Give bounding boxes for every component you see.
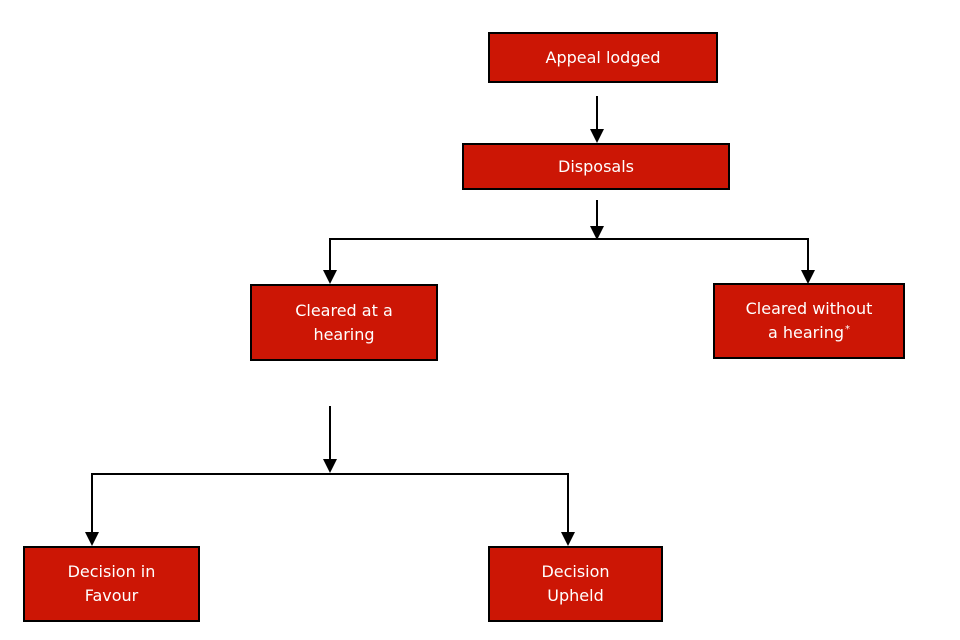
connector-split-to-cleared-at-hearing-line	[329, 240, 331, 270]
node-label-line1: Decision in	[67, 562, 156, 581]
node-cleared-without-hearing: Cleared without a hearing*	[713, 283, 905, 359]
split-horizontal-line-upper	[329, 238, 809, 240]
arrowhead-down-icon	[323, 270, 337, 284]
connector-split-to-decision-in-favour-line	[91, 475, 93, 532]
arrowhead-down-icon	[323, 459, 337, 473]
connector-cleared-at-hearing-to-split-line	[329, 406, 331, 459]
node-label-line2: Favour	[84, 586, 139, 605]
arrowhead-down-icon	[801, 270, 815, 284]
split-horizontal-line-lower	[91, 473, 569, 475]
node-label: Appeal lodged	[545, 47, 661, 67]
arrowhead-down-icon	[561, 532, 575, 546]
node-appeal-lodged: Appeal lodged	[488, 32, 718, 83]
arrowhead-down-icon	[590, 226, 604, 240]
node-label-line2: hearing	[313, 324, 375, 344]
connector-appeal-to-disposals-line	[596, 96, 598, 129]
arrowhead-down-icon	[590, 129, 604, 143]
connector-split-to-cleared-without-hearing-line	[807, 240, 809, 270]
connector-disposals-to-split-line	[596, 200, 598, 226]
node-label-line1: Decision	[541, 562, 610, 581]
node-decision-upheld: Decision Upheld	[488, 546, 663, 622]
node-label-line2-text: a hearing	[768, 323, 844, 342]
footnote-marker: *	[845, 323, 850, 335]
connector-split-to-decision-upheld-line	[567, 475, 569, 532]
node-label-line1: Cleared without	[745, 299, 873, 318]
node-label-line1: Cleared at a	[295, 300, 393, 320]
node-disposals: Disposals	[462, 143, 730, 190]
node-label-line2: Upheld	[547, 586, 604, 605]
arrowhead-down-icon	[85, 532, 99, 546]
node-label-line2: a hearing*	[768, 321, 850, 345]
node-label: Disposals	[558, 156, 634, 176]
node-cleared-at-hearing: Cleared at a hearing	[250, 284, 438, 361]
node-decision-in-favour: Decision in Favour	[23, 546, 200, 622]
